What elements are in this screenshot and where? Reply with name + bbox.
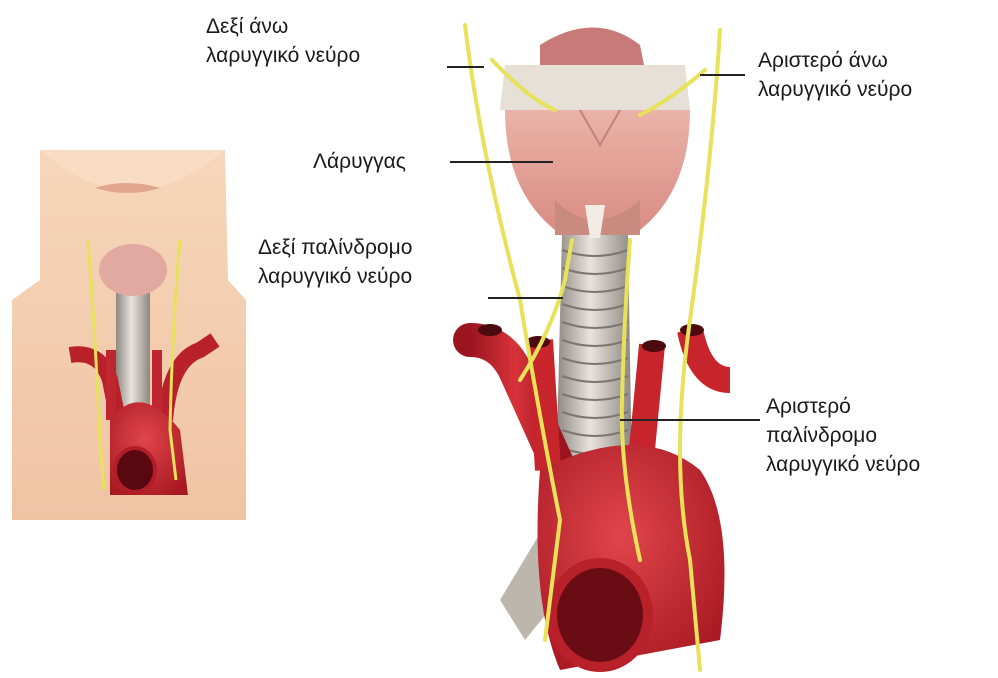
label-left-recurrent-laryngeal-nerve: Αριστερό παλίνδρομο λαρυγγικό νεύρο <box>766 392 920 479</box>
vessel-opening-4 <box>680 324 704 336</box>
vessel-opening-3 <box>642 340 666 352</box>
inset-larynx <box>99 244 167 296</box>
left-subclavian <box>690 330 730 380</box>
label-line: Δεξί παλίνδρομο <box>258 233 412 262</box>
label-larynx: Λάρυγγας <box>313 147 406 176</box>
label-left-superior-laryngeal-nerve: Αριστερό άνω λαρυγγικό νεύρο <box>758 46 912 104</box>
label-line: Αριστερό <box>766 392 920 421</box>
main-anatomy-figure <box>447 25 760 670</box>
label-line: λαρυγγικό νεύρο <box>206 41 360 70</box>
inset-torso-figure <box>12 150 246 520</box>
aorta-lumen <box>552 563 648 667</box>
label-line: λαρυγγικό νεύρο <box>258 262 412 291</box>
inset-aorta-lumen <box>115 448 155 492</box>
label-line: λαρυγγικό νεύρο <box>758 75 912 104</box>
epiglottis <box>540 28 645 71</box>
label-line: παλίνδρομο <box>766 421 920 450</box>
inset-carotid-right <box>106 350 116 420</box>
label-line: Λάρυγγας <box>313 147 406 176</box>
label-right-superior-laryngeal-nerve: Δεξί άνω λαρυγγικό νεύρο <box>206 12 360 70</box>
vessel-opening-1 <box>478 324 502 336</box>
label-line: Δεξί άνω <box>206 12 360 41</box>
label-line: Αριστερό άνω <box>758 46 912 75</box>
label-line: λαρυγγικό νεύρο <box>766 450 920 479</box>
label-right-recurrent-laryngeal-nerve: Δεξί παλίνδρομο λαρυγγικό νεύρο <box>258 233 412 291</box>
